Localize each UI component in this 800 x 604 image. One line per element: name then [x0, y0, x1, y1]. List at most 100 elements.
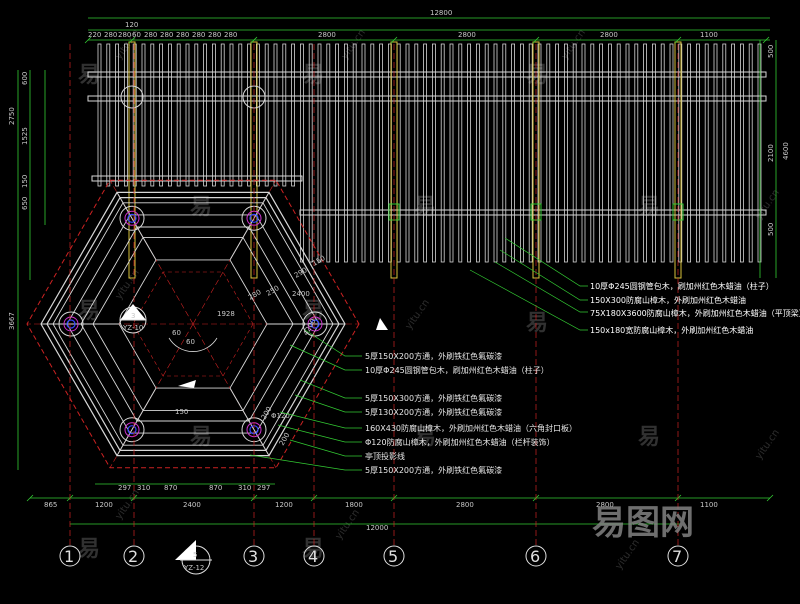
overall-dim-bottom: 12000 [366, 524, 388, 532]
watermark-logo: 易 [414, 195, 436, 220]
dimension-lines [17, 17, 777, 525]
rafter-slat [555, 43, 559, 263]
primary-beam [128, 41, 136, 279]
bottom-dim-small: 297 [257, 484, 270, 492]
axis-bubbles: 1 2 3 4 5 6 7 [59, 545, 689, 567]
axis-label: 4 [308, 547, 318, 566]
hex-dim: 280 [247, 288, 263, 302]
note-right: 10厚Φ245圆钢管包木，刷加州红色木蜡油（柱子） [590, 281, 774, 291]
axis-bubble: 7 [667, 545, 689, 567]
axis-bubble: 4 [303, 545, 325, 567]
note-right: 75X180X3600防腐山樟木，外刷加州红色木蜡油（平顶梁） [590, 308, 800, 318]
column-core [66, 319, 76, 329]
rafter-slat [247, 43, 252, 187]
rafter-slat [625, 43, 630, 263]
top-dim-bay: 1100 [700, 31, 718, 39]
rafter-slat [282, 43, 287, 187]
hex-dim: 150 [311, 254, 327, 268]
top-dim-bay: 2800 [458, 31, 476, 39]
rafter-slat [467, 43, 472, 263]
right-dim: 4600 [782, 142, 790, 160]
main-beam [91, 175, 303, 182]
hip-rafter [116, 387, 157, 456]
column-steel [63, 316, 79, 332]
bottom-dim-small: 870 [164, 484, 177, 492]
column-core [127, 213, 137, 223]
rafter-slat [159, 43, 164, 187]
note-center: 5厚150X300方通，外刷铁红色氟碳漆 [365, 393, 502, 403]
dimension-tick [766, 494, 774, 502]
bottom-dim: 865 [44, 501, 57, 509]
material-notes-right: 10厚Φ245圆钢管包木，刷加州红色木蜡油（柱子） 150X300防腐山樟木，外… [590, 281, 800, 335]
dimension-tick [762, 36, 770, 44]
rafter-slat [484, 43, 489, 263]
material-notes-center: 5厚150X200方通，外刷铁红色氟碳漆 10厚Φ245圆钢管包木，刷加州红色木… [365, 351, 577, 475]
angle-arc [168, 337, 218, 352]
column-ring [302, 311, 328, 337]
left-dim-part: 150 [21, 175, 29, 188]
axis-label: 7 [672, 547, 682, 566]
left-dim-part: 600 [21, 72, 29, 85]
top-dim-seg: 280 [176, 31, 189, 39]
watermark-logo: 易 [302, 537, 324, 562]
column-ring [119, 205, 145, 231]
rafter-slat [475, 43, 480, 263]
rafter-slat [458, 43, 463, 263]
section-mark-left: 3 YZ-10 [119, 304, 147, 334]
rafter-slat [669, 43, 674, 263]
rafter-slat [713, 43, 718, 263]
brand-watermark-text: 易图网 [592, 503, 694, 543]
rafter-slat [678, 43, 683, 263]
rafter-slat [203, 43, 208, 187]
rafter-slat [643, 43, 647, 263]
rafter-slat [616, 43, 621, 263]
dimension-tick [390, 36, 398, 44]
rafter-slat [326, 43, 331, 263]
watermark-domain: yitu.cn [559, 28, 588, 62]
top-dim-seg: 60 [132, 31, 141, 39]
top-dim-seg: 280 [118, 31, 131, 39]
rafter-slat [528, 43, 533, 263]
bottom-dim: 1200 [275, 501, 293, 509]
bottom-dim-small: 310 [238, 484, 251, 492]
watermark-domain: yitu.cn [403, 298, 432, 332]
dimension-tick [84, 36, 92, 44]
rafter-slat [581, 43, 586, 263]
note-center: 5厚150X200方通，外刷铁红色氟碳漆 [365, 351, 502, 361]
bottom-dim: 2400 [183, 501, 201, 509]
pergola-plan [87, 41, 767, 279]
right-dim: 500 [767, 223, 775, 236]
top-dim-seg: 280 [192, 31, 205, 39]
section-mark-ref: YZ-10 [122, 324, 143, 332]
leader-lines [249, 237, 588, 471]
watermark-logo: 易 [78, 63, 100, 88]
column-steel [307, 316, 323, 332]
watermark-domain: yitu.cn [339, 28, 368, 62]
dimension-tick [250, 36, 258, 44]
rafter-slat [343, 43, 348, 263]
axis-bubble: 5 [383, 545, 405, 567]
rafter-slat [317, 43, 322, 263]
hex-dim: 60 [172, 329, 181, 337]
arrow-marker-icon [376, 318, 388, 330]
rafter-slat [291, 43, 296, 187]
rafter-slat [731, 43, 735, 263]
top-dim-seg: 280 [160, 31, 173, 39]
rafter-slat [211, 43, 216, 187]
rafter-slat [590, 43, 595, 263]
rafter-slat [564, 43, 568, 263]
hex-dim: Φ120 [271, 412, 290, 420]
column-core [127, 425, 137, 435]
watermark-domain: yitu.cn [113, 268, 142, 302]
rafter-slat [405, 43, 410, 263]
rafter-slat [423, 43, 428, 263]
rafter-slat [520, 43, 524, 263]
section-mark-bottom: 5 YZ-12 [175, 540, 212, 575]
watermark-logo: 易 [302, 63, 324, 88]
rafter-slat [740, 43, 744, 263]
hip-rafter [229, 387, 270, 456]
hexagon-pavilion-plan [26, 179, 360, 469]
left-dim-total-upper: 2750 [8, 107, 16, 125]
watermark-logo: 易 [190, 425, 212, 450]
rafter-slat [194, 43, 199, 187]
